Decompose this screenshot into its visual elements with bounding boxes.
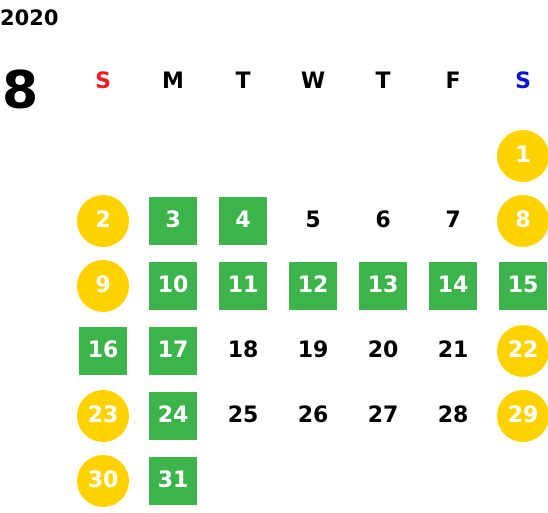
day-number: 25 [227,403,259,428]
weekday-header-mon: M [162,68,184,94]
weekday-header-fri: F [445,68,461,94]
weekday-header-tue: T [235,68,251,94]
day-cell: 12 [278,253,348,318]
day-cell: 19 [278,318,348,383]
weekday-header-thu: T [375,68,391,94]
day-cell: 31 [138,448,208,513]
day-cell: 9 [68,253,138,318]
closed-day-marker: 11 [219,261,267,310]
day-cell: 11 [208,253,278,318]
closed-day-marker: 10 [149,261,197,310]
holiday-day-marker: 23 [77,389,129,442]
day-number: 18 [227,338,259,363]
day-number: 27 [367,403,399,428]
day-cell: 24 [138,383,208,448]
closed-day-marker: 31 [149,456,197,505]
holiday-day-marker: 29 [497,389,548,442]
day-cell: 18 [208,318,278,383]
day-cell: 27 [348,383,418,448]
day-cell: 6 [348,188,418,253]
day-cell: 26 [278,383,348,448]
empty-day-cell [348,123,418,188]
day-cell: 1 [488,123,548,188]
day-number: 20 [367,338,399,363]
day-cell: 14 [418,253,488,318]
day-number: 7 [445,208,461,233]
day-cell: 16 [68,318,138,383]
day-number: 19 [297,338,329,363]
day-cell: 22 [488,318,548,383]
day-cell: 8 [488,188,548,253]
day-number: 26 [297,403,329,428]
holiday-day-marker: 1 [497,129,548,182]
empty-day-cell [138,123,208,188]
day-cell: 23 [68,383,138,448]
closed-day-marker: 24 [149,391,197,440]
weekday-header-wed: W [300,68,326,94]
closed-day-marker: 16 [79,326,127,375]
day-cell: 17 [138,318,208,383]
day-cell: 25 [208,383,278,448]
day-cell: 5 [278,188,348,253]
month-number: 8 [2,61,39,121]
weekday-header-sat: S [515,68,531,94]
day-number: 6 [375,208,391,233]
day-cell: 3 [138,188,208,253]
day-cell: 30 [68,448,138,513]
empty-day-cell [418,123,488,188]
day-number: 28 [437,403,469,428]
weekday-header-sun: S [95,68,111,94]
closed-day-marker: 17 [149,326,197,375]
day-cell: 7 [418,188,488,253]
day-number: 5 [305,208,321,233]
empty-day-cell [278,123,348,188]
day-cell: 21 [418,318,488,383]
closed-day-marker: 15 [499,261,547,310]
closed-day-marker: 13 [359,261,407,310]
day-cell: 15 [488,253,548,318]
day-cell: 28 [418,383,488,448]
closed-day-marker: 4 [219,196,267,245]
holiday-day-marker: 22 [497,324,548,377]
day-number: 21 [437,338,469,363]
holiday-day-marker: 2 [77,194,129,247]
day-cell: 13 [348,253,418,318]
day-cell: 29 [488,383,548,448]
holiday-day-marker: 8 [497,194,548,247]
day-cell: 10 [138,253,208,318]
holiday-day-marker: 9 [77,259,129,312]
closed-day-marker: 3 [149,196,197,245]
holiday-day-marker: 30 [77,454,129,507]
closed-day-marker: 14 [429,261,477,310]
day-cell: 2 [68,188,138,253]
empty-day-cell [208,123,278,188]
closed-day-marker: 12 [289,261,337,310]
year-label: 2020 [0,6,59,30]
day-cell: 4 [208,188,278,253]
empty-day-cell [68,123,138,188]
day-cell: 20 [348,318,418,383]
